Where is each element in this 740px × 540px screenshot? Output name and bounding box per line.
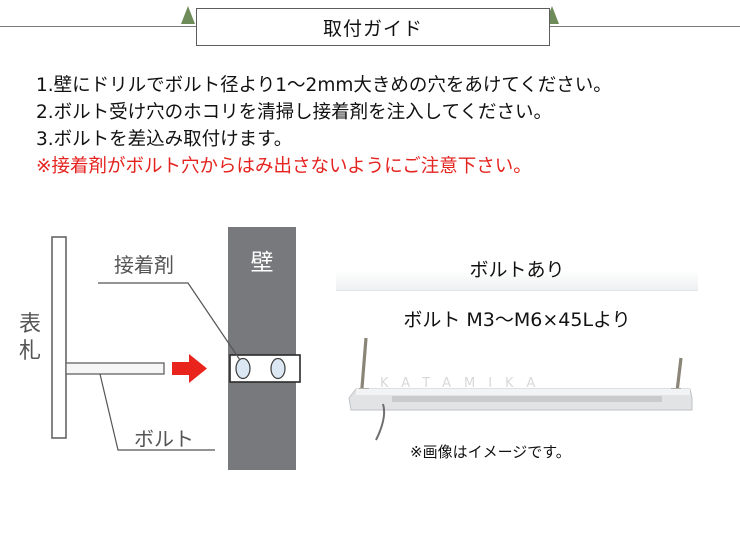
- adhesive-blob-2: [270, 357, 286, 380]
- insert-arrow-icon: [172, 354, 207, 383]
- instruction-step-2: 2.ボルト受け穴のホコリを清掃し接着剤を注入してください。: [36, 102, 553, 123]
- wall-section: [228, 227, 296, 470]
- bolt-label: ボルト: [134, 427, 194, 451]
- product-image-note: ※画像はイメージです。: [410, 443, 571, 461]
- product-heading: ボルトあり: [469, 258, 565, 281]
- guide-title: 取付ガイド: [196, 8, 550, 46]
- instruction-warning: ※接着剤がボルト穴からはみ出さないようにご注意下さい。: [36, 156, 532, 177]
- instruction-step-1: 1.壁にドリルでボルト径より1〜2mm大きめの穴をあけてください。: [36, 75, 612, 96]
- adhesive-leader-line: [98, 282, 241, 361]
- instruction-step-3: 3.ボルトを差込み取付けます。: [36, 129, 293, 150]
- product-image: [348, 337, 693, 441]
- bolt-leader-line: [99, 373, 215, 451]
- bolt-rod: [65, 362, 165, 375]
- product-heading-band: ボルトあり: [336, 246, 698, 291]
- instruction-list: 1.壁にドリルでボルト径より1〜2mm大きめの穴をあけてください。 2.ボルト受…: [36, 72, 736, 180]
- header-rule-left: [0, 26, 196, 27]
- adhesive-label: 接着剤: [114, 253, 174, 277]
- header-accent-left: [181, 6, 195, 24]
- nameplate-board: [51, 236, 67, 439]
- guide-title-text: 取付ガイド: [322, 17, 423, 40]
- product-spec: ボルト M3〜M6×45Lより: [403, 309, 631, 331]
- wall-label: 壁: [251, 250, 274, 276]
- adhesive-blob-1: [235, 357, 251, 380]
- plate-label-char-2: 札: [19, 339, 41, 364]
- product-watermark: KATAMIKA: [380, 376, 548, 391]
- plate-label-char-1: 表: [19, 312, 41, 337]
- header-rule-right: [550, 26, 740, 27]
